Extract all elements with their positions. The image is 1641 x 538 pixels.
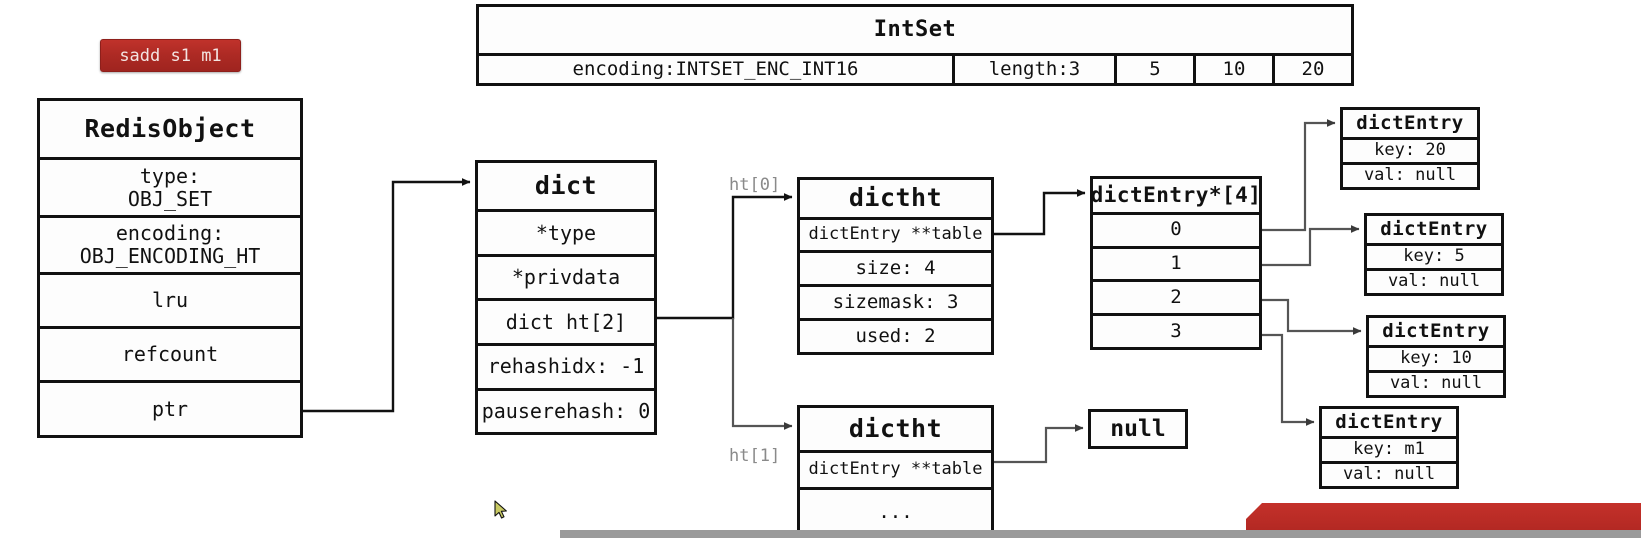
connector-dict-to-dictht1 xyxy=(731,318,793,430)
dictentry-array-slot-1: 1 xyxy=(1093,245,1259,280)
dict-row-type: *type xyxy=(478,209,654,254)
intset-title: IntSet xyxy=(873,17,957,43)
dictht0-size-row: size: 4 xyxy=(800,250,991,284)
dictht0-struct-box: dictht dictEntry **table size: 4 sizemas… xyxy=(797,177,994,355)
dictht0-title: dictht xyxy=(848,182,943,212)
dictentry-array-slot-2: 2 xyxy=(1093,279,1259,313)
redisobject-row-ptr: ptr xyxy=(40,380,300,435)
ht1-label: ht[1] xyxy=(729,446,781,466)
dict-title: dict xyxy=(534,170,598,200)
redisobject-type-label: type: xyxy=(139,163,201,188)
dict-struct-box: dict *type *privdata dict ht[2] rehashid… xyxy=(475,160,657,435)
redisobject-encoding-label: encoding: xyxy=(115,221,225,246)
dictht1-ellipsis-row: ... xyxy=(800,487,991,535)
dict-row-privdata: *privdata xyxy=(478,253,654,299)
dictentry-box-key-5: dictEntry key: 5 val: null xyxy=(1364,213,1504,296)
dictentry-box-key-20: dictEntry key: 20 val: null xyxy=(1340,107,1480,190)
connector-dictht1-to-null xyxy=(994,424,1084,464)
dictentry-5-key: key: 5 xyxy=(1367,242,1501,268)
dictentry-m1-key: key: m1 xyxy=(1322,435,1456,461)
intset-length-cell: length:3 xyxy=(952,55,1114,83)
dictentry-20-title: dictEntry xyxy=(1356,111,1464,134)
intset-struct-box: IntSet encoding:INTSET_ENC_INT16 length:… xyxy=(476,4,1354,86)
dictentry-20-val: val: null xyxy=(1343,161,1477,187)
intset-value-cell-1: 10 xyxy=(1193,55,1272,83)
dictentry-array-slot-0: 0 xyxy=(1093,211,1259,246)
dict-row-ht: dict ht[2] xyxy=(478,298,654,343)
dictentry-10-title: dictEntry xyxy=(1382,319,1490,342)
dict-row-pauserehash: pauserehash: 0 xyxy=(478,387,654,433)
dict-row-rehashidx: rehashidx: -1 xyxy=(478,343,654,388)
connector-slot2-to-entry-10 xyxy=(1262,298,1362,335)
dictht0-table-row: dictEntry **table xyxy=(800,216,991,251)
dictht1-title: dictht xyxy=(848,413,943,443)
redisobject-title: RedisObject xyxy=(84,113,256,143)
connector-slot1-to-entry-5 xyxy=(1262,225,1360,267)
redisobject-struct-box: RedisObject type: OBJ_SET encoding: OBJ_… xyxy=(37,98,303,438)
banner-corner-notch xyxy=(1246,503,1262,519)
dictht1-table-row: dictEntry **table xyxy=(800,450,991,487)
dictentry-10-key: key: 10 xyxy=(1369,344,1503,370)
dictentry-m1-title: dictEntry xyxy=(1335,410,1443,433)
intset-encoding-cell: encoding:INTSET_ENC_INT16 xyxy=(572,58,859,81)
redisobject-row-lru: lru xyxy=(40,272,300,326)
null-label: null xyxy=(1110,415,1166,442)
connector-slot3-to-entry-m1 xyxy=(1262,333,1315,426)
mouse-cursor-icon xyxy=(494,500,507,519)
redisobject-type-value: OBJ_SET xyxy=(127,186,213,211)
null-pointer-box: null xyxy=(1088,409,1188,449)
dictentry-20-key: key: 20 xyxy=(1343,136,1477,162)
dictentry-box-key-10: dictEntry key: 10 val: null xyxy=(1366,315,1506,398)
sadd-command-chip: sadd s1 m1 xyxy=(100,39,241,72)
connector-dictht0-to-array xyxy=(994,189,1086,236)
dictentry-array-slot-3: 3 xyxy=(1093,313,1259,347)
intset-value-cell-0: 5 xyxy=(1114,55,1193,83)
redisobject-row-refcount: refcount xyxy=(40,325,300,381)
intset-fields-row: encoding:INTSET_ENC_INT16 length:3 5 10 … xyxy=(479,52,1351,83)
horizontal-scrollbar[interactable] xyxy=(560,530,1641,538)
intset-value-cell-2: 20 xyxy=(1272,55,1351,83)
connector-ptr-to-dict xyxy=(303,178,471,413)
connector-dict-to-dictht0 xyxy=(657,193,793,320)
dictentry-5-title: dictEntry xyxy=(1380,217,1488,240)
dictht0-used-row: used: 2 xyxy=(800,318,991,352)
redisobject-encoding-value: OBJ_ENCODING_HT xyxy=(79,244,261,269)
dictentry-box-key-m1: dictEntry key: m1 val: null xyxy=(1319,406,1459,489)
dictht1-struct-box: dictht dictEntry **table ... xyxy=(797,405,994,538)
sadd-command-label: sadd s1 m1 xyxy=(119,45,222,66)
dictentry-array-box: dictEntry*[4] 0 1 2 3 xyxy=(1090,176,1262,350)
dictentry-array-title: dictEntry*[4] xyxy=(1090,183,1262,208)
redisobject-row-encoding: encoding: OBJ_ENCODING_HT xyxy=(40,214,300,272)
dictht0-sizemask-row: sizemask: 3 xyxy=(800,284,991,318)
dictentry-5-val: val: null xyxy=(1367,267,1501,293)
connector-slot0-to-entry-20 xyxy=(1262,119,1336,232)
ht0-label: ht[0] xyxy=(729,175,781,195)
dictentry-m1-val: val: null xyxy=(1322,460,1456,486)
dictentry-10-val: val: null xyxy=(1369,369,1503,395)
redisobject-row-type: type: OBJ_SET xyxy=(40,157,300,214)
